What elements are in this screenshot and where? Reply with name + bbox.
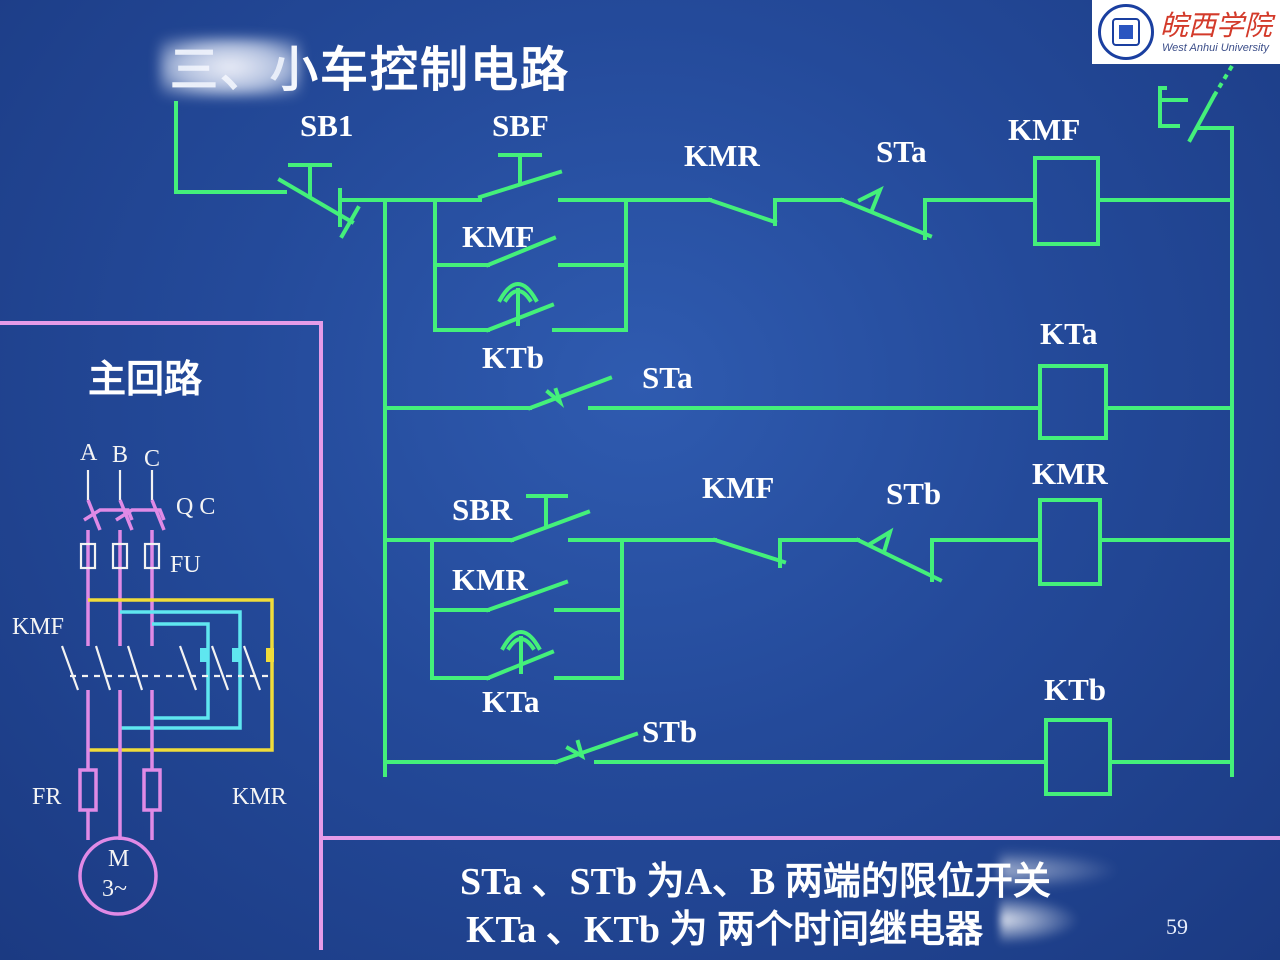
kmr-main-contacts	[178, 645, 274, 691]
label-kmr-hold: KMR	[452, 562, 528, 597]
label-sb1: SB1	[300, 108, 353, 143]
motor-symbol	[78, 836, 158, 916]
label-motor-phase: 3~	[102, 876, 127, 902]
sbr-button	[509, 494, 591, 543]
label-phase-b: B	[112, 442, 128, 468]
main-circuit-frame	[0, 321, 1280, 950]
fr-thermal	[78, 768, 162, 840]
kta-timer-symbol	[500, 630, 542, 674]
label-ktb-coil: KTb	[1044, 672, 1106, 707]
note-line-2: KTa 、KTb 为 两个时间继电器	[466, 909, 983, 951]
label-sta-nc-1: STa	[876, 134, 927, 169]
sbf-button	[477, 153, 563, 200]
kmf-main-contacts	[60, 645, 270, 691]
note-line-1: STa 、STb 为A、B 两端的限位开关	[460, 861, 1051, 903]
label-motor: M	[108, 846, 129, 872]
kmr-coil	[1038, 498, 1102, 586]
logo-name-en: West Anhui University	[1162, 42, 1269, 54]
note-fade-top	[1000, 850, 1120, 890]
fuses	[79, 542, 161, 570]
university-seal-icon	[1098, 4, 1154, 60]
main-circuit	[60, 470, 274, 916]
label-ktb-contact: KTb	[482, 340, 544, 375]
title-blur-overlay	[160, 38, 300, 96]
label-fr: FR	[32, 784, 61, 810]
label-kmf-hold: KMF	[462, 219, 534, 254]
main-circuit-heading: 主回路	[88, 357, 203, 401]
kta-coil	[1038, 364, 1108, 440]
kmf-coil	[1033, 156, 1100, 246]
stb-nc-contact	[855, 527, 943, 583]
ktb-coil	[1044, 718, 1112, 796]
control-circuit	[174, 44, 1246, 796]
label-kmr-coil: KMR	[1032, 456, 1108, 491]
label-kmf-contact-2: KMF	[702, 470, 774, 505]
label-kta-coil: KTa	[1040, 316, 1098, 351]
label-sbr: SBR	[452, 492, 513, 527]
label-kta-contact: KTa	[482, 684, 540, 719]
label-sta-no: STa	[642, 360, 693, 395]
sta-nc-contact	[839, 185, 933, 240]
label-qc: Q C	[176, 494, 215, 520]
ktb-timer-symbol	[497, 282, 539, 326]
label-stb-no: STb	[642, 714, 697, 749]
label-kmr-contact-1: KMR	[684, 138, 760, 173]
label-phase-a: A	[80, 440, 98, 466]
note-fade-bottom	[1000, 895, 1080, 945]
fr-contact	[1158, 44, 1246, 143]
label-kmf-main: KMF	[12, 614, 64, 640]
label-kmr-main: KMR	[232, 784, 287, 810]
main-labels: A B C Q C FU KMF FR KMR M 3~	[12, 440, 287, 902]
stb-no-contact	[553, 731, 639, 765]
label-fu: FU	[170, 552, 201, 578]
label-kmf-coil: KMF	[1008, 112, 1080, 147]
sb1-button	[277, 163, 361, 239]
label-phase-c: C	[144, 446, 160, 472]
label-sbf: SBF	[492, 108, 549, 143]
label-stb-nc: STb	[886, 476, 941, 511]
control-labels: SB1 SBF KMR STa KMF KMF KTb STa KTa SBR …	[300, 108, 1108, 749]
sta-no-contact	[527, 375, 613, 411]
logo-name-cn: 皖西学院	[1160, 9, 1273, 42]
page-number: 59	[1166, 914, 1188, 939]
